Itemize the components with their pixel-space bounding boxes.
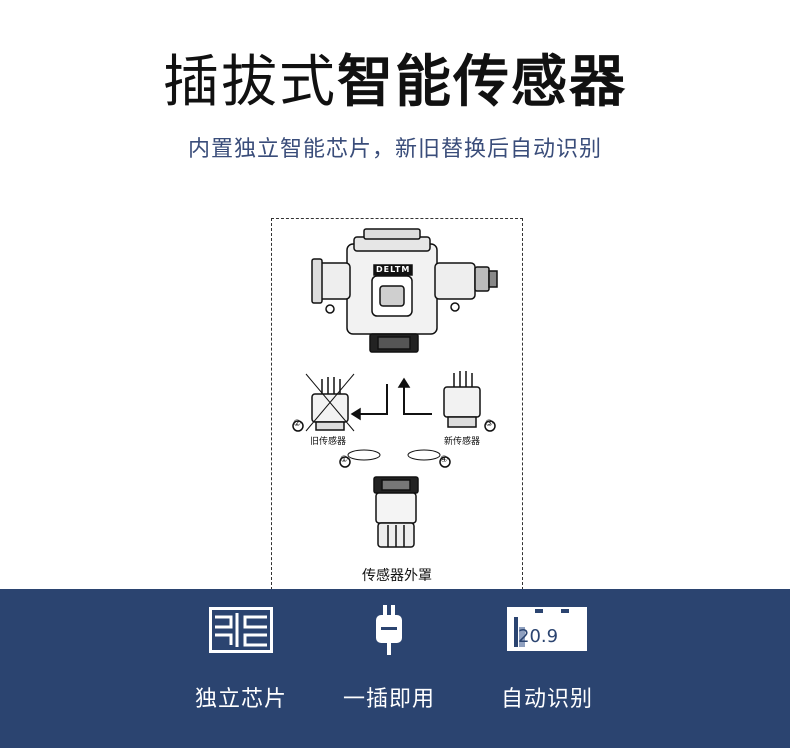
page-subtitle: 内置独立智能芯片，新旧替换后自动识别 — [187, 137, 602, 162]
feature-band: 独立芯片 一插即用 20.9 自动识别 — [0, 589, 790, 748]
chip-icon — [209, 607, 273, 653]
feature-independent-chip-label: 独立芯片 — [194, 687, 287, 712]
step-3-marker: ③ — [485, 419, 494, 429]
sensor-diagram: DELTM ② ③ ① ④ 旧传感器 新传感器 传感器外罩 — [271, 218, 523, 590]
title-bold: 智能传感器 — [337, 50, 627, 115]
thermometer-display-icon — [507, 607, 587, 651]
feature-auto-identify: 20.9 自动识别 — [467, 589, 627, 748]
old-sensor-label: 旧传感器 — [310, 437, 347, 447]
feature-plug-and-play-label: 一插即用 — [342, 687, 435, 712]
sensor-cover-caption: 传感器外罩 — [362, 568, 432, 584]
new-sensor-label: 新传感器 — [444, 437, 481, 447]
step-4-marker: ④ — [440, 455, 449, 465]
feature-plug-and-play: 一插即用 — [309, 589, 469, 748]
plug-icon — [376, 605, 402, 655]
step-2-marker: ② — [293, 419, 302, 429]
brand-label: DELTM — [376, 265, 411, 274]
feature-auto-identify-label: 自动识别 — [500, 687, 593, 712]
feature-independent-chip: 独立芯片 — [161, 589, 321, 748]
title-light: 插拔式 — [163, 50, 337, 115]
sensor-diagram-drawing — [292, 228, 498, 548]
page-title: 插拔式智能传感器 — [0, 48, 790, 118]
display-value: 20.9 — [518, 626, 559, 647]
step-1-marker: ① — [340, 455, 349, 465]
